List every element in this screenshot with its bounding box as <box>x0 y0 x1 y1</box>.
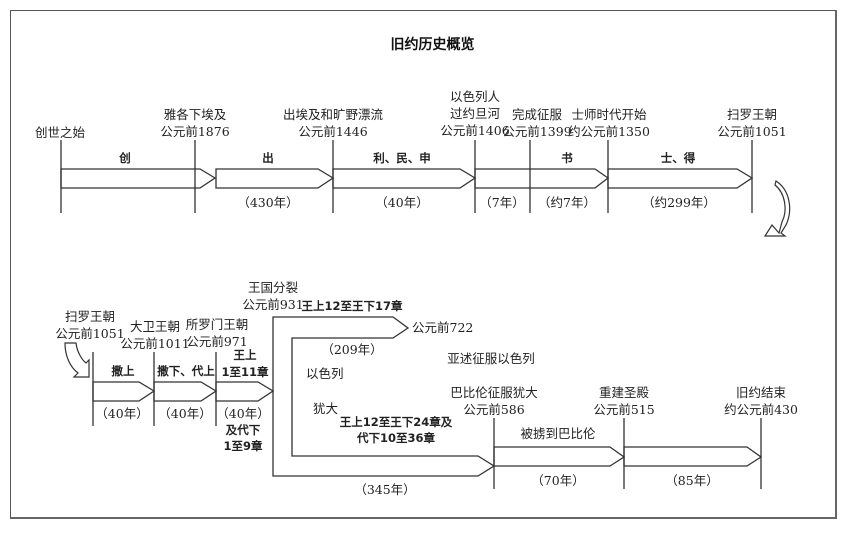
event-label: 旧约结束 <box>735 385 787 400</box>
event-date: 约公元前430 <box>724 402 798 417</box>
book-joshua: 书 <box>561 151 573 165</box>
event-label: 所罗门王朝 <box>185 317 249 332</box>
arrow-exodus <box>215 168 335 189</box>
event-temple-rebuilt: 重建圣殿 公元前515 <box>593 384 654 418</box>
event-exodus: 出埃及和旷野漂流 公元前1446 <box>283 106 383 140</box>
event-date: 公元前931 <box>242 297 304 312</box>
event-722: 公元前722 <box>412 320 474 335</box>
arrow-saul <box>92 381 156 402</box>
duration-70: （70年） <box>531 473 585 488</box>
event-date: 公元前1399 <box>502 124 572 139</box>
book-1kings: 王上 <box>233 348 257 362</box>
event-david: 大卫王朝 公元前1011 <box>120 318 189 352</box>
event-jordan: 以色列人 过约旦河 公元前1406 <box>440 88 509 139</box>
event-date: 公元前1446 <box>298 124 368 139</box>
event-saul: 扫罗王朝 公元前1051 <box>717 106 786 140</box>
curved-arrow-right-icon <box>64 342 90 378</box>
event-label: 雅各下埃及 <box>163 107 227 122</box>
event-label: 以色列人 <box>449 89 500 104</box>
diagram-frame <box>10 10 837 519</box>
period-exile: 被掳到巴比伦 <box>520 426 596 441</box>
event-date: 公元前1051 <box>717 124 787 139</box>
event-date: 公元前1011 <box>120 336 190 351</box>
event-date: 公元前515 <box>593 402 655 417</box>
arrow-wilderness <box>332 168 477 189</box>
event-label: 完成征服 <box>511 107 562 122</box>
duration-approx-299: （约299年） <box>642 195 716 210</box>
arrow-solomon <box>215 381 275 402</box>
event-solomon: 所罗门王朝 公元前971 <box>186 316 249 350</box>
arrow-return <box>623 446 763 467</box>
duration-saul-40: （40年） <box>95 406 149 421</box>
arrow-david <box>153 381 218 402</box>
duration-approx-7: （约7年） <box>538 195 596 210</box>
duration-solomon-40: （40年） <box>216 406 270 421</box>
diagram-title: 旧约历史概览 <box>390 37 475 53</box>
event-label: 扫罗王朝 <box>64 309 115 324</box>
event-label: 扫罗王朝 <box>726 107 777 122</box>
event-creation: 创世之始 <box>35 124 85 141</box>
duration-85: （85年） <box>665 473 719 488</box>
duration-430: （430年） <box>237 195 299 210</box>
book-2chron-chapters-1-9: 1至9章 <box>223 439 263 453</box>
duration-40: （40年） <box>375 195 429 210</box>
event-babylon-conquest: 巴比伦征服犹大 公元前586 <box>450 384 538 418</box>
duration-david-40: （40年） <box>158 406 212 421</box>
book-lev-num-deut: 利、民、申 <box>373 151 431 165</box>
event-label: 创世之始 <box>34 125 86 140</box>
event-saul-2: 扫罗王朝 公元前1051 <box>55 308 124 342</box>
event-jacob-egypt: 雅各下埃及 公元前1876 <box>160 106 229 140</box>
event-date: 公元前1406 <box>440 123 510 138</box>
duration-345: （345年） <box>354 482 416 497</box>
arrow-joshua <box>474 168 610 189</box>
event-label: 王国分裂 <box>247 280 299 295</box>
duration-7: （7年） <box>479 195 525 210</box>
event-date: 约公元前1350 <box>568 124 650 139</box>
event-conquest: 完成征服 公元前1399 <box>502 106 571 140</box>
kingdom-israel: 以色列 <box>306 366 344 381</box>
curved-arrow-down-icon <box>763 180 791 237</box>
arrow-exile <box>493 446 626 467</box>
arrow-judges <box>607 168 754 189</box>
event-label: 出埃及和旷野漂流 <box>282 107 384 122</box>
event-divided-kingdom: 王国分裂 公元前931 <box>242 279 303 313</box>
event-date: 公元前1051 <box>55 326 125 341</box>
book-kings-judah: 王上12至王下24章及 <box>339 415 453 429</box>
event-label: 过约旦河 <box>449 106 500 121</box>
book-genesis: 创 <box>119 151 131 165</box>
book-2chron: 及代下 <box>225 423 261 437</box>
book-1kings-chapters: 1至11章 <box>221 365 269 379</box>
arrow-genesis <box>60 168 217 189</box>
event-label: 重建圣殿 <box>598 385 650 400</box>
event-judges: 士师时代开始 约公元前1350 <box>568 106 650 140</box>
event-label: 大卫王朝 <box>129 319 180 334</box>
book-exodus: 出 <box>262 151 274 165</box>
book-judges-ruth: 士、得 <box>660 151 696 165</box>
arrow-divided-kingdom <box>272 316 496 477</box>
book-1samuel: 撒上 <box>111 364 135 378</box>
event-date: 公元前971 <box>186 334 248 349</box>
duration-209: （209年） <box>321 342 383 357</box>
event-assyria: 亚述征服以色列 <box>447 351 535 366</box>
event-date: 公元前586 <box>463 402 525 417</box>
book-2samuel-1chron: 撒下、代上 <box>157 364 215 378</box>
book-kings-israel: 王上12至王下17章 <box>301 299 403 313</box>
event-ot-end: 旧约结束 约公元前430 <box>724 384 798 418</box>
event-date: 公元前1876 <box>160 124 230 139</box>
kingdom-judah: 犹大 <box>313 401 339 416</box>
book-2chron-chapters: 代下10至36章 <box>356 431 436 445</box>
event-label: 士师时代开始 <box>571 107 647 122</box>
event-label: 巴比伦征服犹大 <box>450 385 538 400</box>
